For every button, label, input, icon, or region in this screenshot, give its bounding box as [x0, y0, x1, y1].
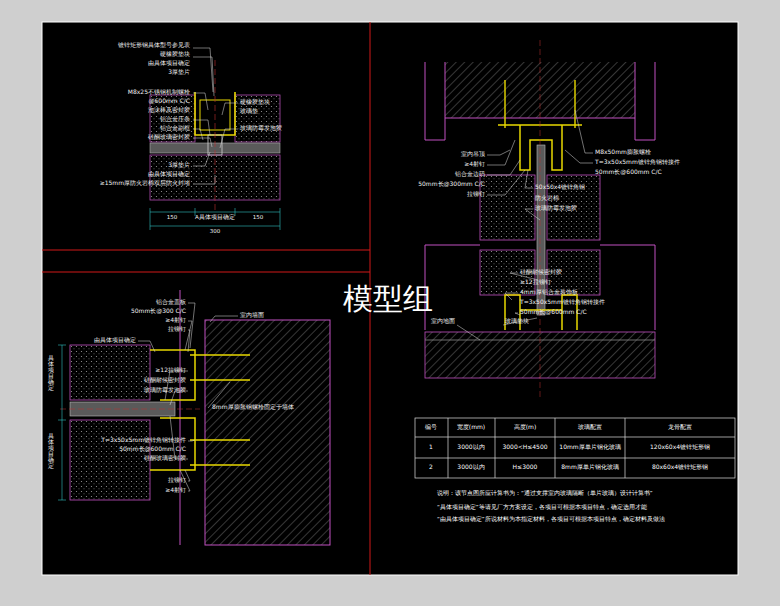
callout-label: 玻璃垫 [240, 108, 258, 115]
callout-label: 硅酮玻璃密封胶 [144, 455, 186, 462]
callout-label: ≥4射钉 [165, 317, 186, 324]
callout-label: 具体项目确定 [48, 355, 54, 391]
callout-label: ≥12拉铆钉 [155, 367, 186, 374]
callout-label: ≥4射钉 [464, 161, 485, 168]
table-cell: 2 [429, 464, 433, 471]
table-cell: 龙骨配置 [668, 424, 692, 431]
callout-label: 玻璃防霉发泡胶 [240, 125, 282, 132]
note-text: “由具体项目确定”所说材料为本指定材料，各项目可根据本项目特点，确定材料及做法 [437, 516, 665, 522]
callout-label: 拉铆钉 [168, 326, 186, 333]
table-cell: 1 [429, 444, 433, 451]
callout-label: T=3x50x5mm镀锌角钢转接件 [595, 159, 680, 166]
callout-label: 硅酮耐候密封胶 [520, 269, 562, 276]
table-cell: 3000以内 [457, 444, 484, 451]
table-cell: 宽度(mm) [457, 424, 485, 431]
table-cell: 3000<H≤4500 [502, 444, 547, 451]
callout-label: 由具体项目确定 [148, 60, 190, 67]
callout-label: 50x50x4镀锌角钢 [535, 184, 585, 191]
callout-label: 3厚垫片 [168, 69, 190, 76]
callout-label: @600mm C/C [149, 98, 190, 105]
callout-label: ≥15mm厚防火岩棉双层防火封堵 [100, 180, 190, 187]
callout-label: 300 [210, 228, 221, 234]
callout-label: 铝合金压条 [160, 116, 190, 123]
callout-label: 铝合金边码 [455, 171, 485, 178]
table-cell: 120x60x4镀锌矩形钢 [650, 444, 710, 451]
watermark: 模型组 [343, 282, 433, 317]
callout-label: 具体项目确定 [48, 433, 54, 469]
callout-label: 50mm长@600mm C/C [595, 169, 662, 176]
callout-label: 防火岩棉 [535, 195, 559, 202]
callout-label: ≥4射钉 [165, 487, 186, 494]
table-cell: 10mm厚单片钢化玻璃 [559, 444, 620, 451]
callout-label: 铝合金盖板 [156, 299, 186, 306]
callout-label: 玻璃防霉发泡胶 [535, 205, 577, 212]
callout-label: 150 [253, 214, 264, 220]
callout-label: M8x25不锈钢机制螺栓 [128, 89, 190, 96]
callout-label: T=3x50x5mm镀锌角钢转接件 [520, 299, 605, 306]
note-text: 说明：该节点图所应计算书为：“通过支撑室内玻璃隔断（单片玻璃）设计计算书” [437, 490, 653, 496]
callout-label: 50mm长@600mm C/C [520, 309, 587, 316]
callout-label: ≥12拉铆钉 [520, 279, 551, 286]
table-cell: 玻璃配置 [578, 424, 602, 431]
callout-label: 拉铆钉 [168, 477, 186, 484]
table-cell: H≤3000 [513, 464, 538, 471]
table-cell: 8mm厚单片钢化玻璃 [561, 464, 619, 471]
callout-label: 由具体项目确定 [148, 171, 190, 178]
callout-label: 150 [167, 214, 178, 220]
callout-label: 4mm厚铝合金装饰板 [520, 289, 578, 296]
table-cell: 高度(m) [514, 424, 537, 431]
callout-label: 50mm长@600mm C/C [119, 446, 186, 453]
callout-label: 铝合金副框 [160, 125, 190, 132]
callout-label: 室内地面 [431, 318, 455, 325]
table-cell: 编号 [425, 424, 437, 431]
callout-label: A具体项目确定 [195, 214, 235, 220]
callout-label: 拉铆钉 [467, 191, 485, 198]
callout-label: 镀锌矩形钢具体型号参见表 [118, 42, 190, 49]
callout-label: M8x50mm膨胀螺栓 [595, 149, 651, 156]
callout-label: 3厚垫片 [168, 162, 190, 169]
note-text: “具体项目确定”等请见厂方方案设定，各项目可根据本项目特点，确定选用才能 [437, 504, 647, 510]
table-cell: 80x60x4镀锌矩形钢 [652, 464, 708, 471]
callout-label: 玻璃垫块 [505, 318, 529, 325]
callout-label: 室内墙面 [240, 312, 264, 319]
callout-label: 硅酮玻璃密封胶 [148, 134, 190, 141]
callout-label: 硬橡胶垫块 [240, 99, 270, 106]
table-cell: 3000以内 [457, 464, 484, 471]
callout-label: 泡沫棒及密封胶 [148, 107, 190, 114]
callout-label: 8mm厚膨胀钢螺栓固定于墙体 [212, 404, 294, 411]
callout-label: 硅酮耐候密封胶 [144, 377, 186, 384]
callout-label: T=3x50x5mm镀锌角钢转接件 [101, 437, 186, 444]
callout-label: 由具体项目确定 [94, 337, 136, 344]
callout-label: 50mm长@300mm C/C [418, 181, 485, 188]
callout-label: 室内吊顶 [461, 151, 485, 158]
callout-label: 硬橡胶垫块 [160, 51, 190, 58]
callout-label: 50mm长@300 C/C [131, 308, 186, 315]
callout-label: 玻璃防霉发泡胶 [144, 387, 186, 394]
